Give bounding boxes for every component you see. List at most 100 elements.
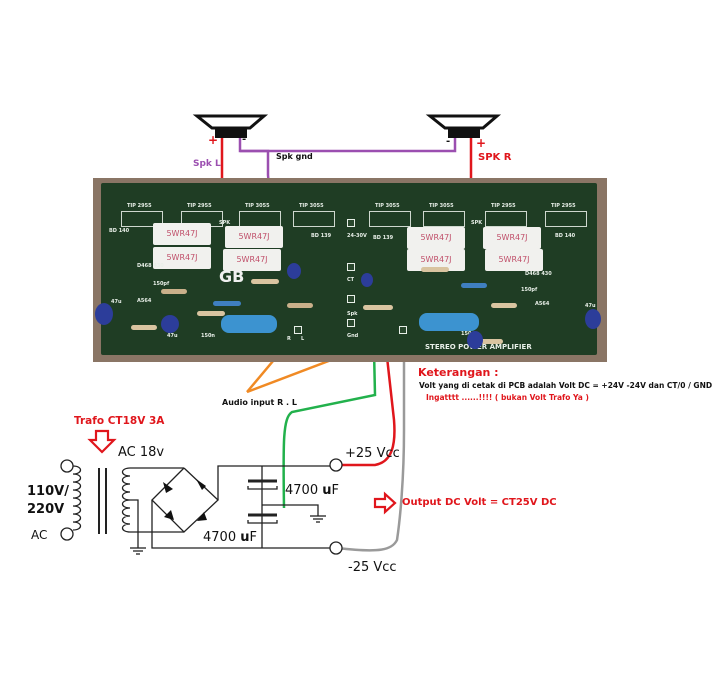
bridge-diodes-icon: [163, 479, 207, 521]
film-capacitor: [419, 313, 479, 331]
primary-voltage-1: 110V/: [27, 484, 69, 499]
power-resistor: 5WR47J: [407, 249, 465, 271]
cap-upper-unit-u: u: [322, 483, 332, 498]
transistor-slot: [545, 211, 587, 227]
power-resistor: 5WR47J: [483, 227, 541, 249]
resistor: [197, 311, 225, 316]
resistor: [161, 289, 187, 294]
transistor-slot: [423, 211, 465, 227]
output-arrow-icon: [373, 491, 397, 515]
input-r-label: R: [287, 336, 291, 342]
pcb-board: TIP 2955 TIP 2955 TIP 3055 TIP 3055 TIP …: [95, 183, 601, 355]
power-resistor: 5WR47J: [153, 223, 211, 245]
resistor: [477, 339, 503, 344]
trafo-arrow-icon: [87, 429, 117, 454]
cap-upper-label: 4700 uF: [285, 483, 339, 498]
input-l-label: L: [301, 336, 305, 342]
power-resistor: 5WR47J: [407, 227, 465, 249]
electrolytic-cap: [467, 331, 483, 349]
resistor: [131, 325, 157, 330]
spk-left-label: Spk L: [193, 159, 221, 169]
primary-ac-label: AC: [31, 528, 48, 542]
driver-label: BD 140: [109, 228, 130, 234]
resistor: [251, 279, 279, 284]
transistor-label: TIP 3055: [245, 203, 270, 209]
spk-left-minus: -: [242, 134, 247, 145]
trafo-label: Trafo CT18V 3A: [74, 415, 165, 427]
transistor-slot: [485, 211, 527, 227]
pcb-pad-input-l: [294, 326, 302, 334]
power-supply-schematic: [60, 458, 343, 555]
audio-input-label: Audio input R . L: [222, 398, 297, 407]
spk-gnd-pad-label: Spk: [347, 311, 358, 317]
spk-right-plus: +: [476, 136, 487, 150]
ct-pad-label: CT: [347, 277, 355, 283]
transistor-slot: [293, 211, 335, 227]
keterangan-body: Volt yang di cetak di PCB adalah Volt DC…: [419, 381, 712, 390]
power-resistor: 5WR47J: [485, 249, 543, 271]
cap-upper-value: 4700: [285, 483, 319, 498]
transistor-label: TIP 3055: [429, 203, 454, 209]
pcb-supply-label: 24-30V: [347, 233, 367, 239]
primary-voltage-2: 220V: [27, 502, 65, 517]
transistor-label: TIP 3055: [299, 203, 324, 209]
transistor-label: TIP 2955: [551, 203, 576, 209]
power-resistor: 5WR47J: [223, 249, 281, 271]
film-capacitor: [221, 315, 277, 333]
transistor-label: TIP 2955: [127, 203, 152, 209]
pcb-pad-positive: [347, 263, 355, 271]
cap-upper-unit-f: F: [331, 483, 339, 498]
amplifier-pcb: TIP 2955 TIP 2955 TIP 3055 TIP 3055 TIP …: [93, 178, 607, 362]
pcb-pad-input-r: [399, 326, 407, 334]
power-resistor: 5WR47J: [225, 226, 283, 248]
driver-label: BD 140: [555, 233, 576, 239]
electrolytic-cap: [287, 263, 301, 279]
keterangan-warning: Ingatttt ......!!!! ( bukan Volt Trafo Y…: [426, 393, 589, 402]
transistor-slot: [121, 211, 163, 227]
secondary-ac-label: AC 18v: [118, 445, 165, 460]
negative-rail-label: -25 Vcc: [348, 560, 397, 575]
spk-right-minus: -: [446, 136, 451, 147]
gnd-pad-label: Gnd: [347, 333, 359, 339]
transistor-d468-label: D468 430: [137, 263, 164, 269]
speaker-left-icon: [192, 114, 269, 138]
cap-lower-label: 4700 uF: [203, 530, 257, 545]
resistor: [213, 301, 241, 306]
transistor-a564-label: A564: [137, 298, 152, 304]
pcb-pad-ct: [347, 295, 355, 303]
cap-lower-unit-f: F: [249, 530, 257, 545]
electrolytic-cap: [95, 303, 113, 325]
cap-label: 47u: [167, 333, 178, 339]
resistor: [287, 303, 313, 308]
pcb-logo: GB: [219, 267, 245, 286]
cap-lower-value: 4700: [203, 530, 237, 545]
spk-right-label: SPK R: [478, 152, 512, 163]
output-dc-label: Output DC Volt = CT25V DC: [402, 497, 557, 508]
transistor-label: TIP 2955: [491, 203, 516, 209]
transistor-a564-label: A564: [535, 301, 550, 307]
power-resistor: 5WR47J: [153, 247, 211, 269]
transistor-d468-label: D468 430: [525, 271, 552, 277]
resistor: [491, 303, 517, 308]
driver-label: BD 139: [373, 235, 394, 241]
electrolytic-cap: [361, 273, 373, 287]
cap-label: 150pf: [153, 281, 170, 287]
spk-pad-label: SPK: [219, 220, 231, 226]
electrolytic-cap: [161, 315, 179, 333]
resistor: [461, 283, 487, 288]
transistor-slot: [239, 211, 281, 227]
resistor: [421, 267, 449, 272]
cap-label: 150pf: [521, 287, 538, 293]
cap-label: 150n: [201, 333, 215, 339]
spk-ground-bridge-wire: [240, 138, 457, 153]
cap-label: 47u: [111, 299, 122, 305]
transistor-slot: [369, 211, 411, 227]
cap-lower-unit-u: u: [240, 530, 250, 545]
keterangan-title: Keterangan :: [418, 366, 499, 379]
transistor-label: TIP 2955: [187, 203, 212, 209]
pcb-pad-negative: [347, 219, 355, 227]
positive-rail-label: +25 Vcc: [345, 446, 400, 461]
speaker-right-icon: [425, 114, 502, 138]
spk-pad-label: SPK: [471, 220, 483, 226]
